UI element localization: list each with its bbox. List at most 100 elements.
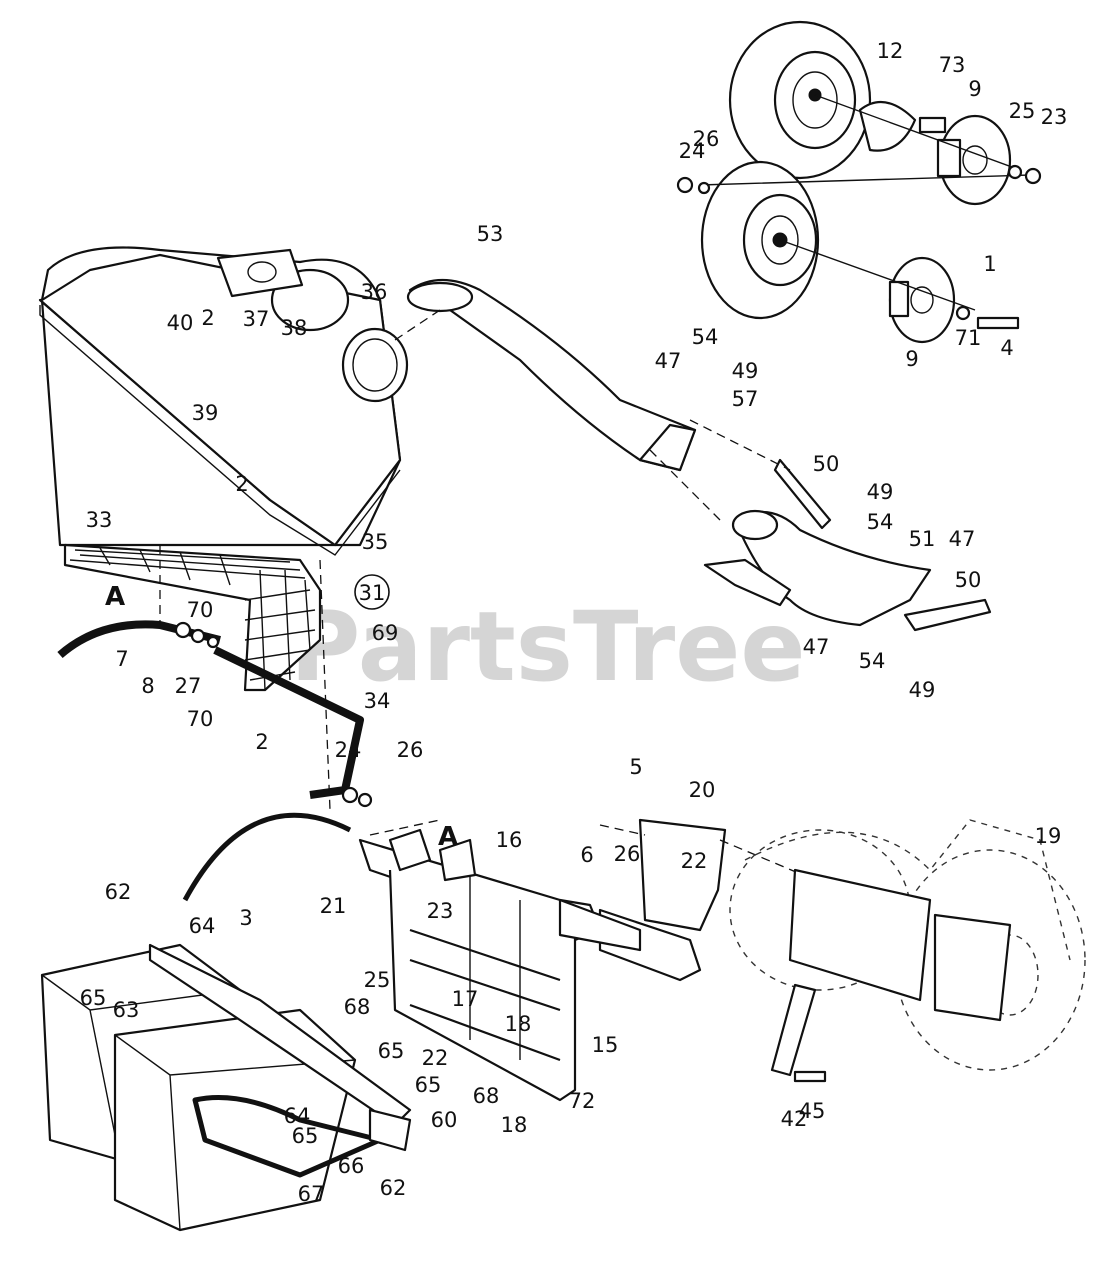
callout-number: 3 [239,906,252,930]
callout-number: 1 [983,252,996,276]
callout-number: 38 [281,316,308,340]
callout-number: 21 [320,894,347,918]
mount-frame [358,828,702,1102]
callout-number: 9 [968,77,981,101]
bracket-50-upper [773,458,832,530]
callout-number: 62 [105,880,132,904]
circled-label: 31 [359,581,386,605]
callout-number: 34 [364,689,391,713]
seal-ring-36 [341,327,409,403]
callout-number: 22 [422,1046,449,1070]
callout-number: 8 [141,674,154,698]
callout-number: 22 [681,849,708,873]
callout-number: 64 [284,1104,311,1128]
callout-number: 35 [362,530,389,554]
pin-73 [918,116,947,134]
arm-42 [770,983,817,1077]
callout-number: 47 [655,349,682,373]
callout-number: 23 [1041,105,1068,129]
callout-number: 2 [201,306,214,330]
callout-number: 50 [813,452,840,476]
callout-number: 47 [949,527,976,551]
callout-number: 12 [877,39,904,63]
callout-number: 65 [415,1073,442,1097]
callout-number: 68 [344,995,371,1019]
bolt-4 [976,316,1020,330]
section-mark-a-right: A [438,822,458,852]
section-mark-a-left: A [105,582,125,612]
washer-25 [1007,164,1023,180]
rod-A [57,620,221,659]
callout-number: 65 [292,1124,319,1148]
callout-number: 54 [867,510,894,534]
callout-number: 53 [477,222,504,246]
callout-number: 26 [397,738,424,762]
callout-number: 16 [496,828,523,852]
callout-number: 62 [380,1176,407,1200]
callout-number: 54 [692,325,719,349]
handle-66 [192,1095,383,1178]
callout-number: 65 [378,1039,405,1063]
callout-number: 33 [86,508,113,532]
callout-number: 67 [298,1182,325,1206]
callout-number: 26 [693,127,720,151]
callout-number: 49 [909,678,936,702]
lower-chute-51 [703,458,992,632]
callout-number: 54 [859,649,886,673]
callout-number: 64 [189,914,216,938]
bracket-12 [858,100,917,152]
bracket-50-lower [903,598,992,632]
callout-number: 65 [80,986,107,1010]
collector-hood [38,246,402,556]
callout-number: 51 [909,527,936,551]
callout-number: 26 [614,842,641,866]
callout-number: 70 [187,598,214,622]
watermark: PartsTree [290,591,805,703]
callout-number: 42 [781,1107,808,1131]
callout-number: 27 [175,674,202,698]
callout-number: 49 [867,480,894,504]
washer-26 [697,181,711,195]
callout-number: 66 [338,1154,365,1178]
callout-number: 4 [1000,336,1013,360]
callout-number: 36 [361,280,388,304]
bracket-19 [933,913,1012,1022]
callout-number: 72 [569,1089,596,1113]
callout-number: 23 [427,899,454,923]
callout-number: 71 [955,326,982,350]
circled-label-ring [354,574,390,610]
callout-number: 70 [187,707,214,731]
callout-number: 9 [905,347,918,371]
nut-23 [1024,167,1042,185]
callout-number: 50 [955,568,982,592]
callout-number: 18 [501,1113,528,1137]
callout-number: 49 [732,359,759,383]
plate-19 [788,868,932,1002]
upper-hub [936,114,1012,206]
callout-number: 69 [372,621,399,645]
callout-number: 60 [431,1108,458,1132]
callout-number: 24 [679,139,706,163]
upper-wheel [728,20,872,180]
callout-number: 20 [689,778,716,802]
screen-33 [63,543,322,692]
callout-number: 68 [473,1084,500,1108]
callout-number: 5 [629,755,642,779]
callout-number: 25 [1009,99,1036,123]
callout-number: 25 [364,968,391,992]
callout-number: 7 [115,647,128,671]
callout-number: 2 [235,472,248,496]
nut-24 [676,176,694,194]
callout-number: 45 [799,1099,826,1123]
callout-number: 63 [113,998,140,1022]
callout-number: 19 [1035,824,1062,848]
callout-number: 37 [243,307,270,331]
lower-wheel [700,160,820,320]
callout-number: 40 [167,311,194,335]
chute-tube-53 [406,279,697,472]
lower-hub [888,256,956,344]
callout-number: 24 [335,738,362,762]
callout-number: 17 [452,987,479,1011]
